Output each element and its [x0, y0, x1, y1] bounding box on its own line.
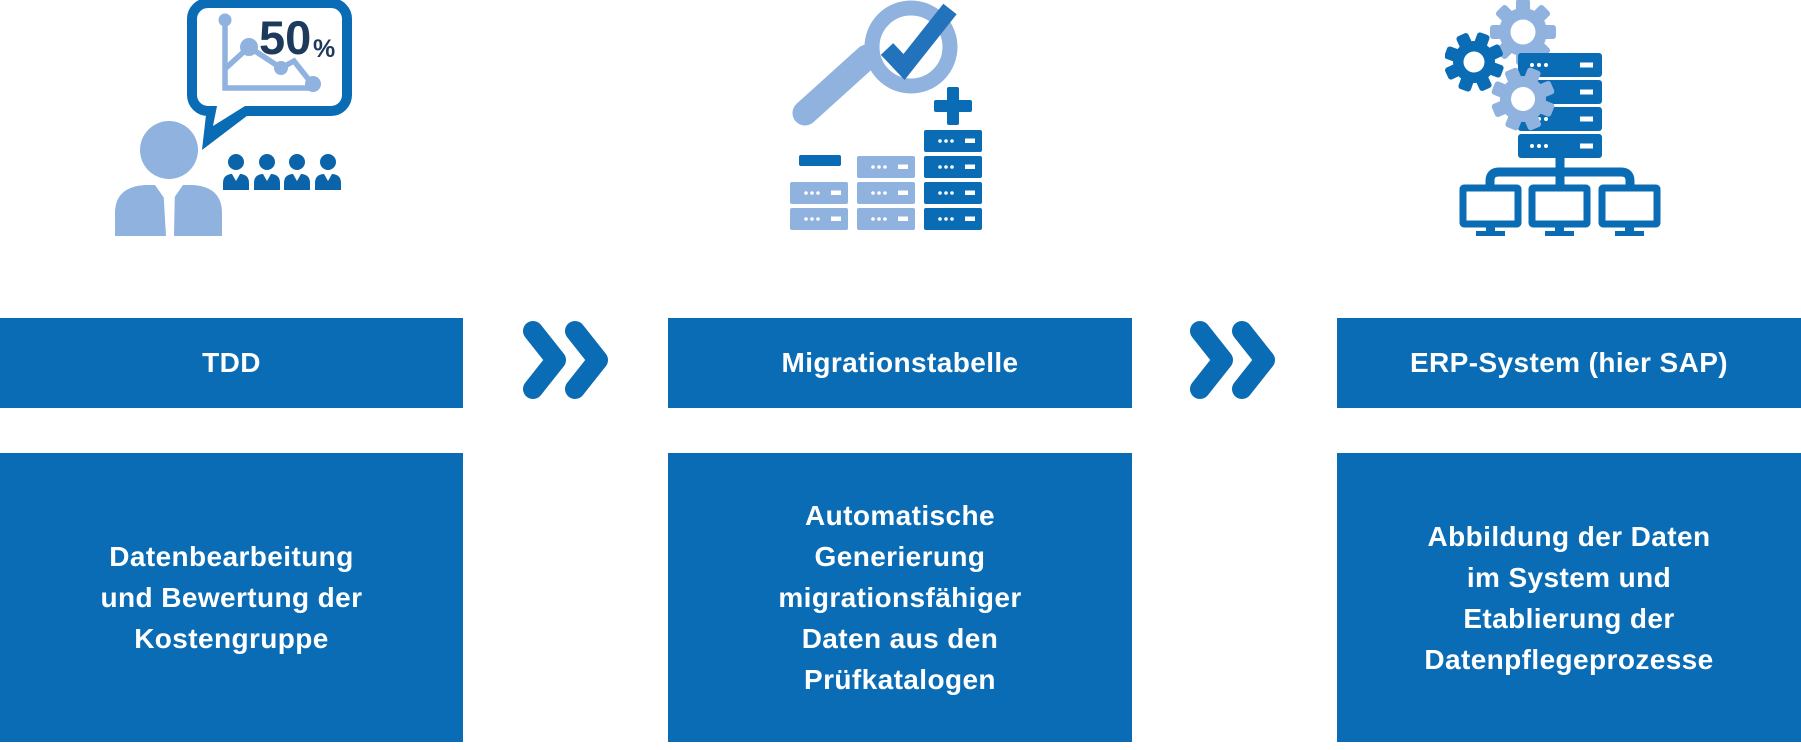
step-title: ERP-System (hier SAP): [1409, 347, 1729, 378]
line-chart-icon: [218, 13, 321, 92]
presenter-figure: [115, 121, 222, 236]
double-chevron-right-icon: [1190, 321, 1275, 399]
plus-icon: [934, 87, 972, 125]
speech-bubble: 50 %: [187, 0, 352, 150]
step-title-bar-tdd: TDD: [0, 318, 463, 408]
step-description: Abbildung der Daten im System und Etabli…: [1424, 520, 1714, 675]
step-description: Automatische Generierung migrationsfähig…: [778, 500, 1022, 695]
step-description-box-erp-system: Abbildung der Daten im System und Etabli…: [1337, 453, 1801, 742]
presenter-chart-audience-icon: 50 %: [115, 0, 352, 236]
step-title: TDD: [202, 347, 261, 378]
monitor-icons: [1459, 184, 1661, 236]
minus-icon: [799, 155, 841, 166]
gear-icon: [1491, 67, 1555, 131]
data-row-stacks: [790, 130, 982, 230]
percent-sign: %: [313, 35, 335, 63]
percent-value: 50: [259, 11, 311, 64]
magnifier-checkmark-datastack-icon: [790, 0, 982, 230]
step-title: Migrationstabelle: [781, 347, 1019, 378]
step-title-bar-erp-system: ERP-System (hier SAP): [1337, 318, 1801, 408]
step-description-box-migrationstabelle: Automatische Generierung migrationsfähig…: [668, 453, 1132, 742]
gears-server-network-icon: [1445, 0, 1661, 236]
step-title-bar-migrationstabelle: Migrationstabelle: [668, 318, 1132, 408]
checkmark-icon: [880, 3, 957, 80]
step-description-box-tdd: Datenbearbeitung und Bewertung der Koste…: [0, 453, 463, 742]
network-lines: [1485, 150, 1635, 190]
magnifier-icon: [792, 0, 958, 126]
double-chevron-right-icon: [523, 321, 608, 399]
step-description: Datenbearbeitung und Bewertung der Koste…: [100, 541, 363, 654]
audience-icons: [223, 154, 341, 190]
gear-icon: [1445, 32, 1504, 92]
